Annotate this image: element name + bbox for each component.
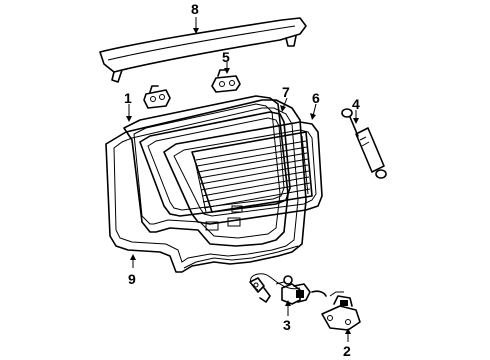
defroster-lines — [193, 135, 311, 213]
callout-1: 1 — [124, 90, 132, 106]
callout-5: 5 — [222, 49, 230, 65]
latch-part — [249, 273, 327, 305]
callout-labels: 8 5 1 7 6 4 9 3 2 — [124, 1, 360, 359]
back-glass-part — [163, 121, 323, 225]
left-hinge-part — [143, 85, 171, 109]
callout-9: 9 — [128, 271, 136, 287]
lift-support-part — [341, 108, 387, 179]
hinge-bracket-part — [211, 69, 241, 93]
callout-3: 3 — [283, 317, 291, 333]
callout-6: 6 — [312, 90, 320, 106]
callout-4: 4 — [352, 96, 360, 112]
callout-2: 2 — [343, 343, 351, 359]
striker-part — [321, 291, 361, 331]
callout-8: 8 — [191, 1, 199, 17]
glass-seal-part — [139, 111, 291, 217]
spoiler-part — [99, 17, 307, 83]
leader-lines — [126, 17, 359, 342]
liftgate-frame-part — [123, 95, 289, 247]
callout-7: 7 — [282, 84, 290, 100]
